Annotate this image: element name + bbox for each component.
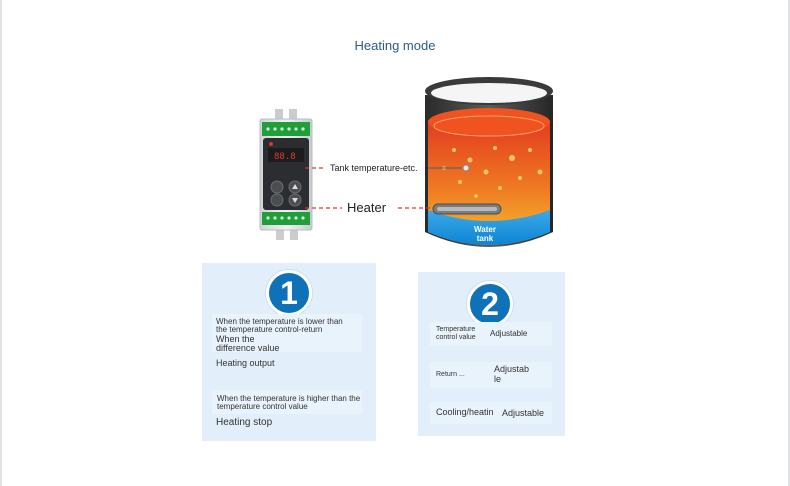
param-mode-value: Adjustable [502, 408, 545, 418]
step-one-badge: 1 [266, 270, 312, 316]
water-tank [425, 77, 553, 247]
param-row-mode [430, 402, 552, 424]
param-mode-label: Cooling/heatin [436, 407, 494, 417]
condition-low-line-2: the temperature control-return [216, 325, 323, 334]
heater-label: Heater [347, 200, 387, 215]
param-return-value: Adjustab le [494, 364, 530, 384]
param-control-value: Adjustable [490, 329, 528, 338]
heating-stop-label: Heating stop [216, 417, 273, 428]
param-return-label: Return ... [436, 371, 465, 378]
right-border [788, 0, 790, 486]
callout-lines [305, 167, 462, 209]
water-tank-label: Water tank [474, 225, 496, 243]
condition-low-line-3: When the [216, 334, 255, 344]
param-row-return [430, 362, 552, 388]
tank-temperature-label: Tank temperature-etc. [330, 163, 418, 173]
left-border [0, 0, 2, 486]
condition-low-line-1: When the temperature is lower than [216, 317, 343, 326]
condition-row-high [212, 390, 362, 414]
param-control-label: Temperature control value [436, 326, 476, 341]
condition-row-low [212, 314, 362, 352]
param-row-control [430, 322, 552, 346]
condition-high-line-1: When the temperature is higher than the [217, 394, 361, 403]
diagram-title: Heating mode [354, 38, 436, 53]
heating-output-label: Heating output [216, 358, 275, 368]
controller-device: 88.8 [259, 109, 313, 240]
step-two-badge: 2 [467, 281, 513, 327]
condition-low-line-4: difference value [216, 343, 280, 353]
condition-high-line-2: temperature control value [217, 402, 308, 411]
svg-text:88.8: 88.8 [274, 152, 296, 162]
